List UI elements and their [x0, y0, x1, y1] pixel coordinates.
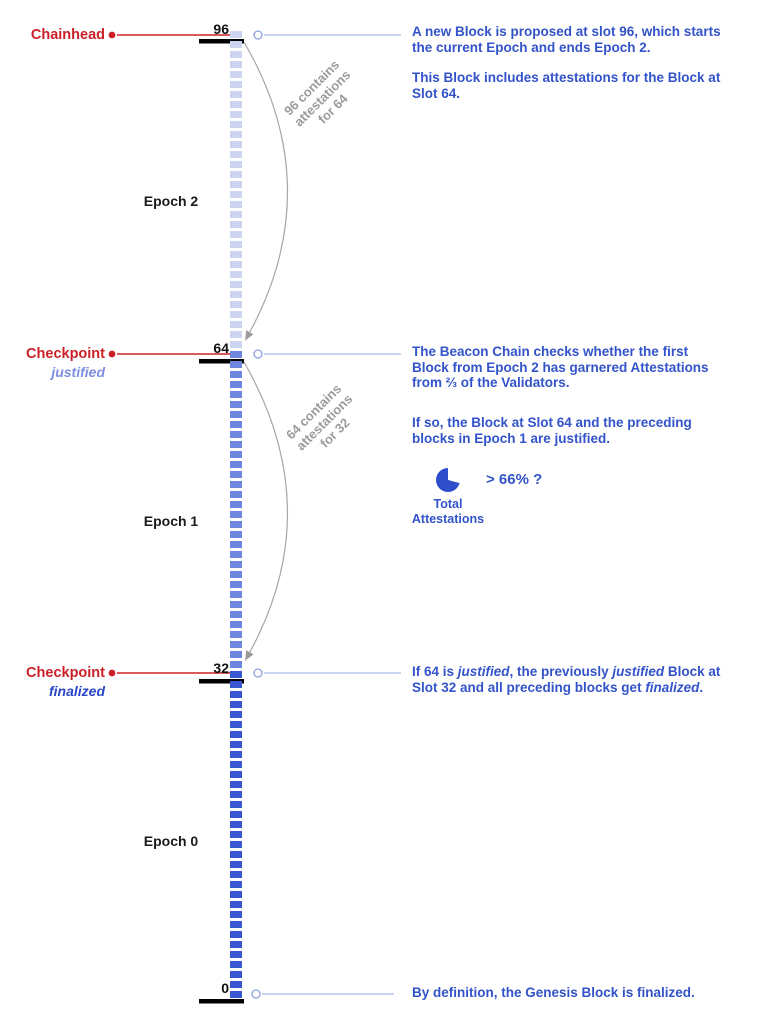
slot-32-label: 32 — [213, 660, 229, 676]
slot-64-connector-circle-icon — [253, 349, 263, 359]
attestation-pie-icon — [436, 468, 460, 492]
chainhead-label: Chainhead — [30, 27, 105, 43]
epoch-2-block-column — [230, 31, 242, 348]
arc-64-to-32 — [243, 361, 289, 661]
annotation-slot32-paragraph: If 64 is justified, the previously justi… — [412, 664, 721, 695]
attestation-threshold-label: > 66% ? — [486, 471, 543, 488]
chainhead-dot-icon — [108, 31, 116, 39]
epoch-1-block-column — [230, 351, 242, 668]
slot-0-connector-circle-icon — [251, 989, 261, 999]
slot-0-label: 0 — [221, 980, 229, 996]
annotation-slot64-paragraph-2: If so, the Block at Slot 64 and the prec… — [412, 415, 692, 446]
slot-0-tick — [199, 999, 244, 1004]
slot-96-label: 96 — [213, 21, 229, 37]
slot-64-label: 64 — [213, 340, 229, 356]
annotation-slot96-paragraph-1: A new Block is proposed at slot 96, whic… — [412, 24, 721, 55]
slot-96-tick — [199, 39, 244, 44]
arc-96-to-64 — [243, 41, 289, 341]
annotation-slot64-paragraph-1: The Beacon Chain checks whether the firs… — [412, 344, 709, 391]
finalized-status-label: finalized — [48, 683, 105, 699]
epoch-2-label: Epoch 2 — [143, 193, 199, 209]
slot-32-connector-circle-icon — [253, 668, 263, 678]
slot-96-connector-circle-icon — [253, 30, 263, 40]
annotation-slot96-paragraph-2: This Block includes attestations for the… — [412, 70, 721, 101]
attestation-pie-caption: Total Attestations — [411, 497, 485, 526]
annotation-genesis-paragraph: By definition, the Genesis Block is fina… — [412, 985, 695, 1000]
slot-64-tick — [199, 359, 244, 364]
checkpoint-justified-label: Checkpoint — [26, 346, 105, 362]
epoch-0-block-column — [230, 671, 242, 998]
checkpoint-finalized-label: Checkpoint — [26, 665, 105, 681]
slot-32-tick — [199, 679, 244, 684]
epoch-0-label: Epoch 0 — [143, 833, 199, 849]
epoch-1-label: Epoch 1 — [143, 513, 199, 529]
checkpoint-finalized-dot-icon — [108, 669, 116, 677]
checkpoint-justified-dot-icon — [108, 350, 116, 358]
justified-status-label: justified — [51, 364, 105, 380]
